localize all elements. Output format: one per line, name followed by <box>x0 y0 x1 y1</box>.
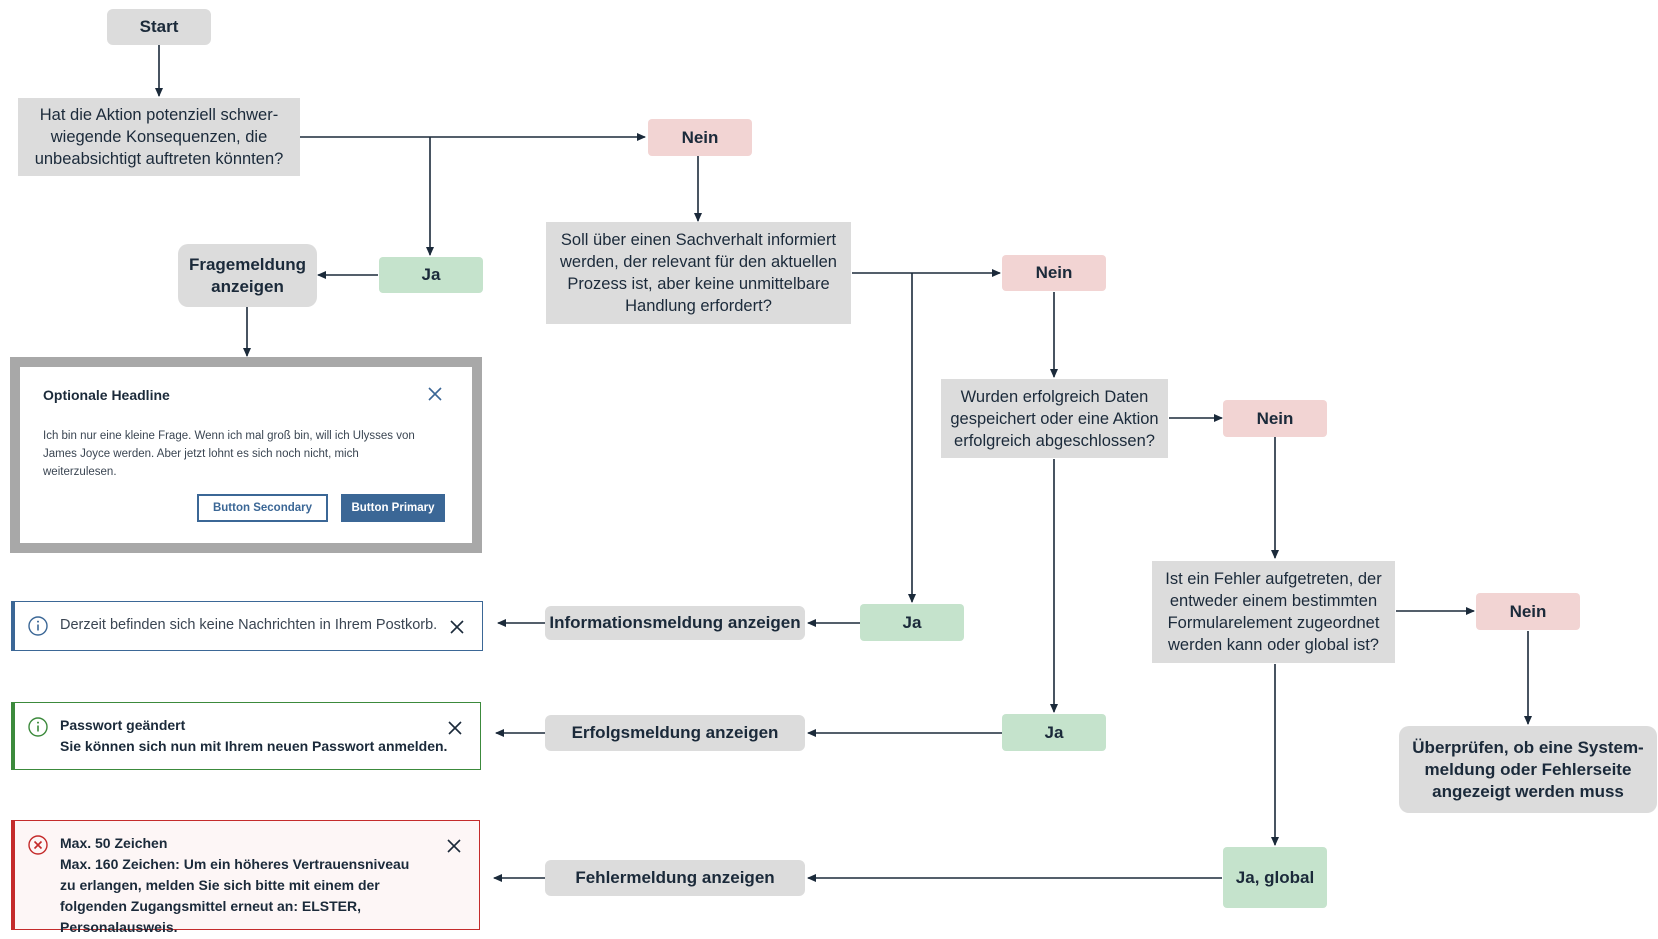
close-icon[interactable] <box>448 618 466 636</box>
answer-yes-3: Ja <box>1002 714 1106 751</box>
secondary-button[interactable]: Button Secondary <box>197 494 328 522</box>
answer-yes-global: Ja, global <box>1223 847 1327 908</box>
answer-yes-2: Ja <box>860 604 964 641</box>
dialog-panel: Optionale Headline Ich bin nur eine klei… <box>20 367 472 543</box>
close-icon[interactable] <box>445 837 463 855</box>
primary-button[interactable]: Button Primary <box>341 494 445 522</box>
success-alert-text: Sie können sich nun mit Ihrem neuen Pass… <box>60 738 448 754</box>
answer-yes-1: Ja <box>379 257 483 293</box>
question-error: Ist ein Fehler aufgetreten, der entweder… <box>1152 561 1395 663</box>
action-question-message: Fragemeldung anzeigen <box>178 244 317 307</box>
info-alert: Derzeit befinden sich keine Nachrichten … <box>11 601 483 651</box>
info-alert-text: Derzeit befinden sich keine Nachrichten … <box>60 617 438 633</box>
success-alert: Passwort geändert Sie können sich nun mi… <box>11 702 481 770</box>
error-alert: Max. 50 Zeichen Max. 160 Zeichen: Um ein… <box>11 820 480 935</box>
error-alert-text: Max. 160 Zeichen: Um ein höheres Vertrau… <box>60 856 410 935</box>
answer-no-3: Nein <box>1223 400 1327 437</box>
answer-no-4: Nein <box>1476 593 1580 630</box>
action-system-check: Überprüfen, ob eine System-meldung oder … <box>1399 726 1657 813</box>
question-consequences: Hat die Aktion potenziell schwer-wiegend… <box>18 98 300 176</box>
start-node: Start <box>107 9 211 45</box>
info-icon <box>28 616 48 636</box>
answer-no-2: Nein <box>1002 255 1106 291</box>
error-alert-title: Max. 50 Zeichen <box>60 835 168 851</box>
close-icon[interactable] <box>446 719 464 737</box>
action-info-message: Informationsmeldung anzeigen <box>545 606 805 640</box>
success-alert-title: Passwort geändert <box>60 717 186 733</box>
question-inform: Soll über einen Sachverhalt informiert w… <box>546 222 851 324</box>
error-alert-content: Max. 50 Zeichen Max. 160 Zeichen: Um ein… <box>60 833 425 938</box>
success-alert-content: Passwort geändert Sie können sich nun mi… <box>60 715 447 757</box>
question-success: Wurden erfolgreich Daten gespeichert ode… <box>941 379 1168 458</box>
answer-no-1: Nein <box>648 119 752 156</box>
action-success-message: Erfolgsmeldung anzeigen <box>545 715 805 751</box>
close-icon[interactable] <box>426 385 444 403</box>
info-icon <box>28 717 48 737</box>
dialog-headline: Optionale Headline <box>43 387 170 403</box>
error-icon <box>28 835 48 855</box>
question-dialog-example: Optionale Headline Ich bin nur eine klei… <box>10 357 482 553</box>
action-error-message: Fehlermeldung anzeigen <box>545 860 805 896</box>
dialog-body: Ich bin nur eine kleine Frage. Wenn ich … <box>43 430 415 478</box>
